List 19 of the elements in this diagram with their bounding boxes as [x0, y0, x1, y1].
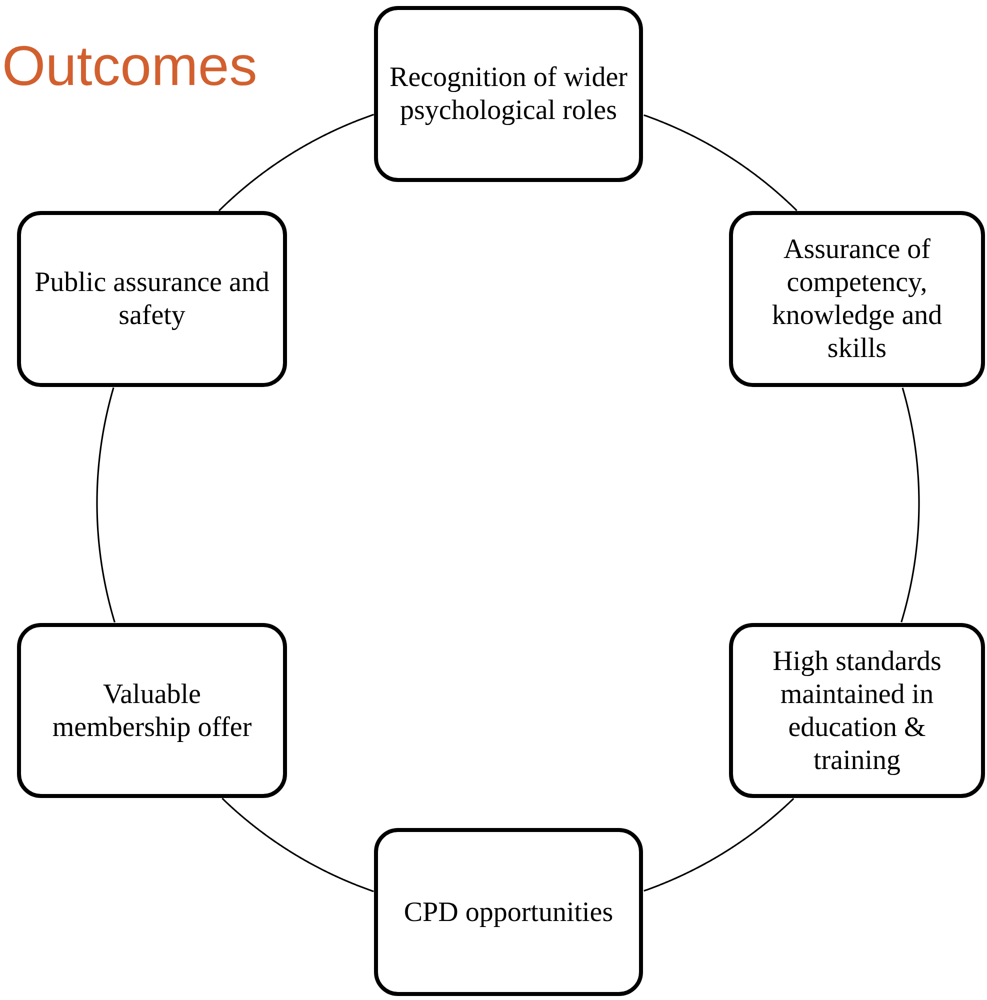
- box-label: Recognition of wider psychological roles: [388, 61, 628, 127]
- rounded-box: [729, 211, 985, 387]
- rounded-box: [17, 211, 287, 387]
- connector-arc: [644, 114, 798, 212]
- connector-arc: [644, 798, 794, 892]
- connector-arc: [900, 388, 920, 622]
- box-label: High standards maintained in education & training: [772, 644, 942, 776]
- box-label: Valuable membership offer: [51, 678, 253, 744]
- connector-arc: [96, 387, 116, 623]
- box-label: CPD opportunities: [404, 896, 614, 928]
- title: Outcomes: [2, 36, 258, 96]
- rounded-box: [374, 6, 643, 182]
- rounded-box: [17, 623, 287, 798]
- connector-arc: [218, 114, 374, 212]
- rounded-box: [729, 623, 985, 798]
- box-label: Public assurance and safety: [34, 266, 270, 332]
- rounded-box: [374, 828, 643, 996]
- box-label: Assurance of competency, knowledge and skills: [770, 233, 944, 365]
- connector-arc: [222, 798, 374, 892]
